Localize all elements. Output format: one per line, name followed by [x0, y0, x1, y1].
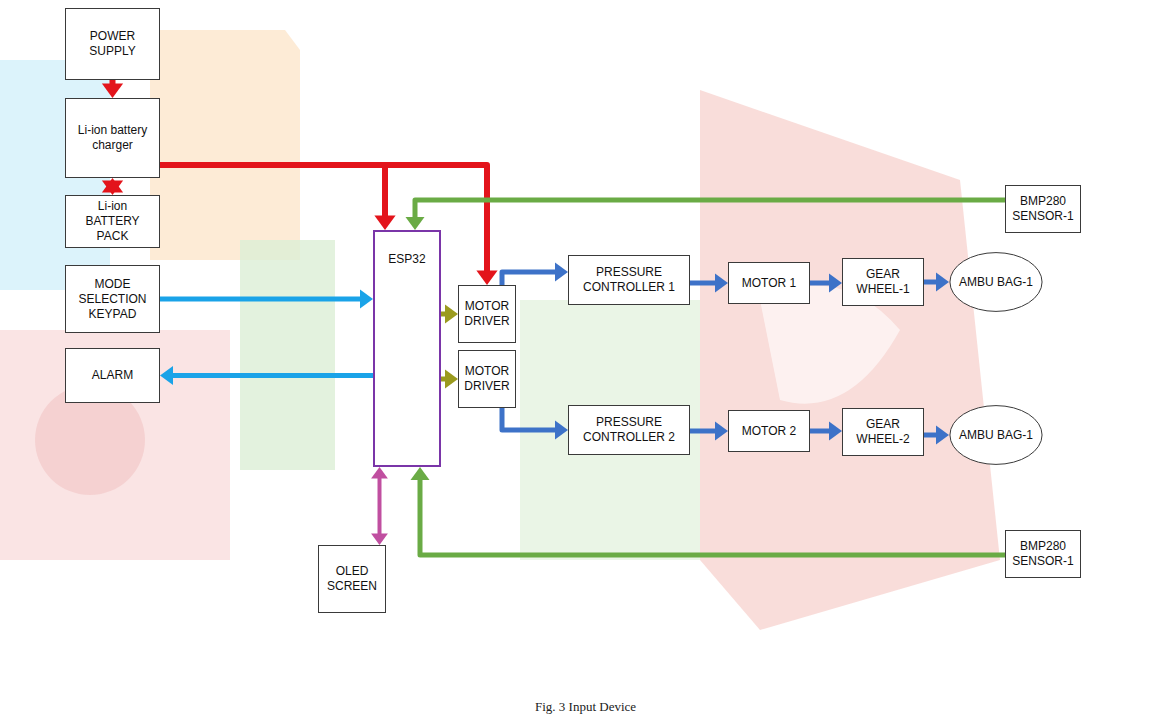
- watermark-shape: [150, 30, 300, 260]
- node-label: MOTOR 1: [742, 276, 796, 291]
- connector-arrow: [924, 426, 949, 445]
- connector-arrow: [690, 274, 728, 293]
- node-label: AMBU BAG-1: [959, 275, 1033, 290]
- arrow-head: [102, 83, 123, 98]
- connector-line: [690, 429, 716, 434]
- sensor-box: BMP280 SENSOR-1: [1005, 185, 1081, 233]
- watermark-shape: [0, 330, 230, 560]
- node-label: ALARM: [92, 368, 133, 383]
- connector-arrow: [411, 467, 1006, 555]
- connector-line: [502, 272, 556, 285]
- arrow-head: [445, 305, 458, 324]
- power-box: POWER SUPPLY: [65, 8, 160, 80]
- connector-line: [172, 373, 373, 378]
- connector-arrow: [160, 165, 396, 230]
- sensor-box: BMP280 SENSOR-1: [1005, 530, 1081, 578]
- connector-line: [810, 429, 830, 434]
- node-label: POWER SUPPLY: [71, 29, 154, 59]
- bag-ellipse: AMBU BAG-1: [949, 252, 1043, 312]
- node-label: AMBU BAG-1: [959, 428, 1033, 443]
- driver-box: MOTOR DRIVER: [458, 285, 516, 343]
- connector-line: [502, 408, 556, 430]
- arrow-head: [715, 274, 728, 293]
- motor-box: MOTOR 2: [728, 410, 810, 452]
- connector-arrow: [160, 290, 373, 309]
- connector-arrow: [924, 273, 949, 292]
- arrow-head: [371, 534, 388, 545]
- node-label: BMP280 SENSOR-1: [1011, 539, 1075, 569]
- node-label: GEAR WHEEL-2: [848, 417, 918, 447]
- arrow-head: [476, 270, 497, 285]
- node-label: Li-ion battery charger: [71, 123, 154, 153]
- controller-box: PRESSURE CONTROLLER 1: [568, 255, 690, 305]
- arrow-head: [360, 290, 373, 309]
- arrow-head: [411, 467, 430, 480]
- connector-line: [690, 281, 716, 286]
- keypad-box: MODE SELECTION KEYPAD: [65, 265, 160, 333]
- connector-line: [924, 433, 937, 438]
- arrow-head: [936, 426, 949, 445]
- connector-arrow: [810, 274, 842, 293]
- gear-box: GEAR WHEEL-1: [842, 258, 924, 306]
- node-label: GEAR WHEEL-1: [848, 267, 918, 297]
- connector-arrow: [160, 366, 373, 385]
- node-label: PRESSURE CONTROLLER 2: [574, 415, 684, 445]
- connector-arrow: [441, 370, 458, 389]
- alarm-box: ALARM: [65, 348, 160, 403]
- arrow-head: [936, 273, 949, 292]
- connector-arrow: [371, 467, 388, 545]
- node-label: MOTOR DRIVER: [464, 364, 510, 394]
- node-label: ESP32: [388, 252, 425, 267]
- arrow-head: [715, 422, 728, 441]
- arrow-head: [371, 467, 388, 478]
- motor-box: MOTOR 1: [728, 262, 810, 304]
- gear-box: GEAR WHEEL-2: [842, 408, 924, 456]
- connector-line: [378, 477, 382, 534]
- node-label: Li-ion BATTERY PACK: [71, 199, 154, 244]
- arrow-head: [829, 422, 842, 441]
- charger-box: Li-ion battery charger: [65, 98, 160, 178]
- connector-arrow: [441, 305, 458, 324]
- controller-box: PRESSURE CONTROLLER 2: [568, 405, 690, 455]
- connector-arrow: [690, 422, 728, 441]
- arrow-head: [102, 178, 123, 193]
- connector-arrow: [502, 263, 568, 286]
- connector-arrow: [102, 178, 123, 195]
- bag-ellipse: AMBU BAG-1: [949, 405, 1043, 465]
- connector-line: [415, 200, 1005, 218]
- connector-line: [810, 281, 830, 286]
- connector-line: [160, 297, 361, 302]
- node-label: BMP280 SENSOR-1: [1011, 194, 1075, 224]
- arrow-head: [555, 421, 568, 440]
- controller-box: ESP32: [373, 230, 441, 467]
- arrow-head: [406, 217, 425, 230]
- connector-arrow: [102, 80, 123, 98]
- display-box: OLED SCREEN: [318, 545, 386, 613]
- connector-arrow: [406, 200, 1006, 230]
- watermark-shape: [700, 90, 1000, 630]
- node-label: MOTOR DRIVER: [464, 299, 510, 329]
- connector-arrow: [810, 422, 842, 441]
- connector-arrow: [502, 408, 568, 440]
- arrow-head: [374, 215, 395, 230]
- connector-line: [420, 479, 1005, 555]
- watermark-shape: [240, 240, 335, 470]
- arrow-head: [160, 366, 173, 385]
- arrow-head: [555, 263, 568, 282]
- arrow-head: [829, 274, 842, 293]
- figure-caption: Fig. 3 Input Device: [535, 699, 636, 715]
- node-label: PRESSURE CONTROLLER 1: [574, 265, 684, 295]
- driver-box: MOTOR DRIVER: [458, 350, 516, 408]
- node-label: MODE SELECTION KEYPAD: [71, 277, 154, 322]
- battery-box: Li-ion BATTERY PACK: [65, 195, 160, 248]
- connector-line: [160, 165, 385, 216]
- arrow-head: [445, 370, 458, 389]
- connector-arrow: [160, 165, 498, 285]
- connector-line: [924, 280, 937, 285]
- node-label: MOTOR 2: [742, 424, 796, 439]
- node-label: OLED SCREEN: [324, 564, 380, 594]
